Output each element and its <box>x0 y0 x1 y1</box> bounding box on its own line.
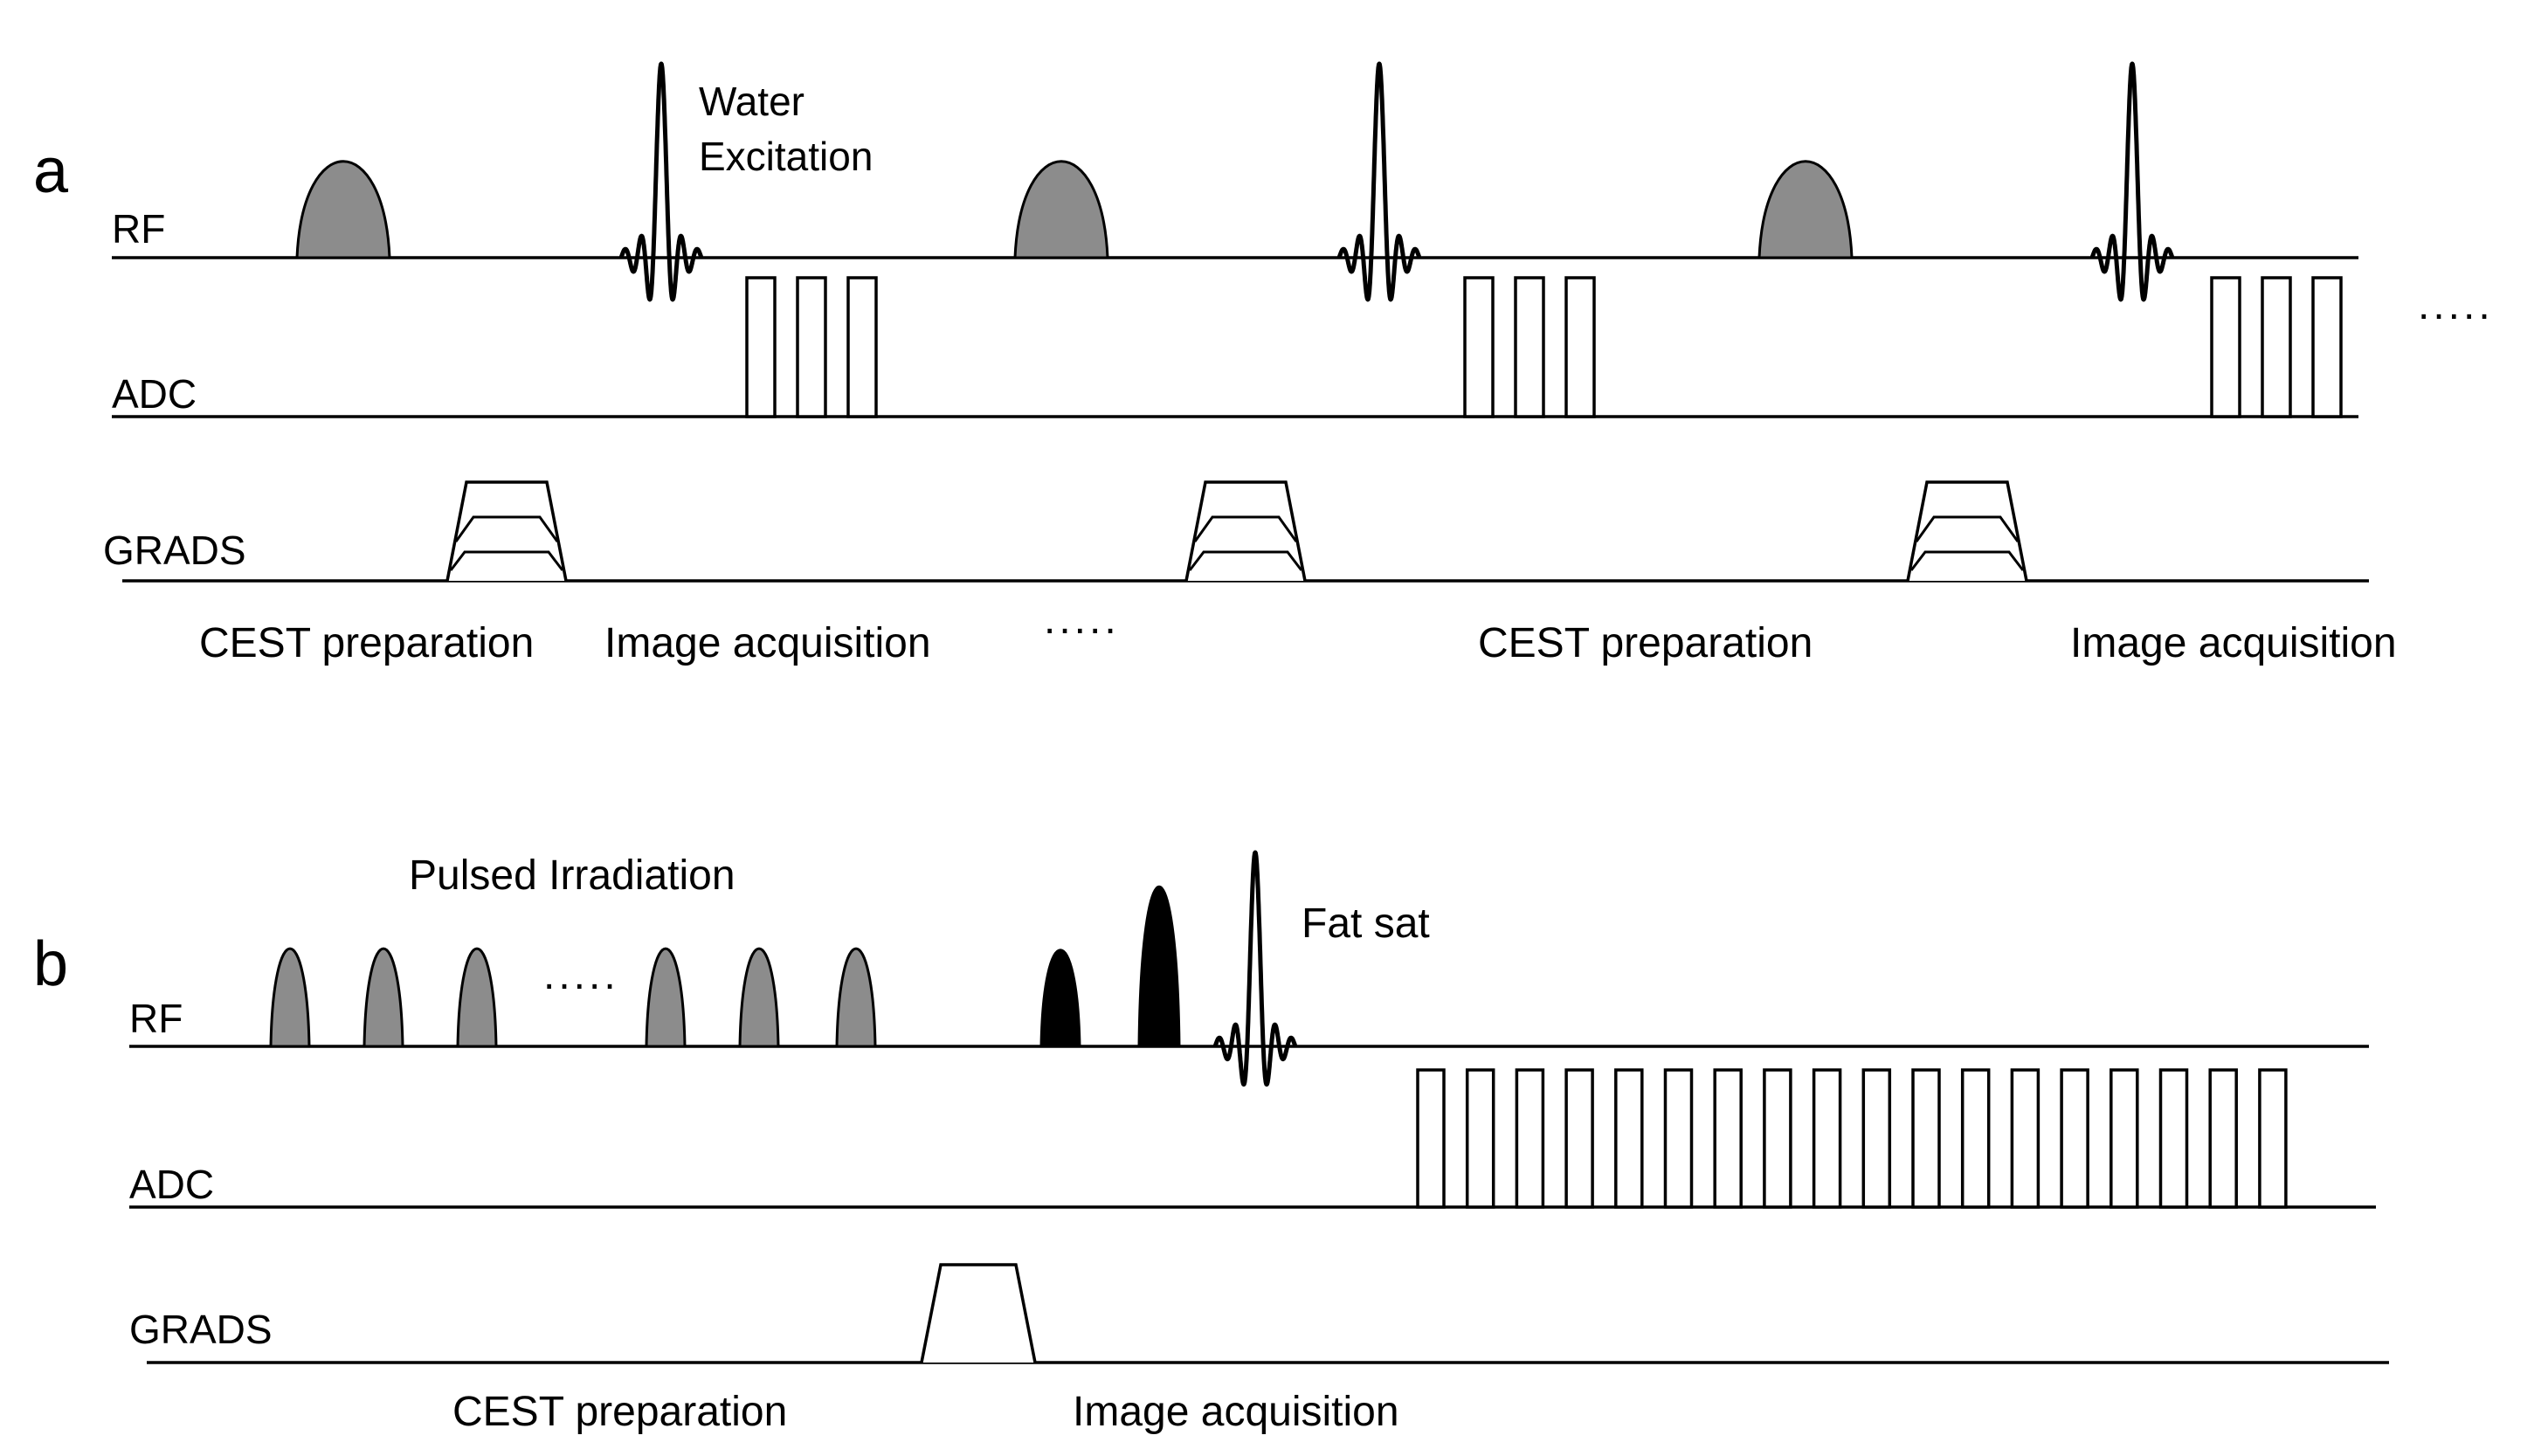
panel-b-ellipsis: ..... <box>543 952 619 998</box>
irradiation-pulse <box>738 947 780 1048</box>
water-excitation-label-line1: Water <box>699 79 804 124</box>
panel-b-label: b <box>33 929 68 999</box>
panel-a-caption-cest-2: CEST preparation <box>1478 620 1813 666</box>
panel-a-label: a <box>33 136 69 206</box>
adc-readout <box>2208 1068 2238 1209</box>
adc-readout <box>1960 1068 1991 1209</box>
saturation-pulse <box>1013 160 1109 259</box>
irradiation-pulse <box>269 947 311 1048</box>
adc-readout <box>1515 1068 1545 1209</box>
panel-a-adc-label: ADC <box>112 371 197 417</box>
irradiation-pulse <box>835 947 877 1048</box>
water-excitation-pulse <box>1336 61 1422 302</box>
panel-b-adc-label: ADC <box>129 1162 214 1207</box>
panel-b-caption-image: Image acquisition <box>1073 1389 1399 1435</box>
crusher-gradient-step <box>1915 515 2020 542</box>
saturation-pulse <box>1757 160 1854 259</box>
fat-saturation-pulse <box>1137 886 1181 1048</box>
panel-a-caption-image-1: Image acquisition <box>604 620 931 666</box>
adc-readout <box>1911 1068 1941 1209</box>
crusher-gradient-step <box>449 550 564 571</box>
adc-readout <box>2311 276 2343 418</box>
pulsed-irradiation-label: Pulsed Irradiation <box>409 852 735 899</box>
panel-b-rf-label: RF <box>129 996 183 1041</box>
water-excitation-label-line2: Excitation <box>699 134 873 179</box>
adc-readout <box>2010 1068 2040 1209</box>
panel-a-waveforms <box>295 61 2343 582</box>
panel-a-caption-image-2: Image acquisition <box>2070 620 2397 666</box>
adc-readout <box>2060 1068 2089 1209</box>
adc-readout <box>1812 1068 1842 1209</box>
adc-readout <box>2158 1068 2189 1209</box>
irradiation-pulse <box>363 947 404 1048</box>
adc-readout <box>1564 1068 1594 1209</box>
fat-saturation-pulse <box>1039 949 1081 1048</box>
adc-readout <box>1564 276 1596 418</box>
excitation-pulse <box>1212 850 1298 1087</box>
panel-b-grads-label: GRADS <box>129 1307 273 1352</box>
adc-readout <box>1463 276 1495 418</box>
crusher-gradient-step <box>1188 550 1303 571</box>
panel-b: b RF ADC GRADS Pulsed Irradiation Fat sa… <box>33 850 2389 1435</box>
adc-readout <box>2110 1068 2139 1209</box>
crusher-gradient-step <box>1909 550 2025 571</box>
adc-readout <box>2258 1068 2288 1209</box>
panel-a-ellipsis-end: ..... <box>2418 282 2494 328</box>
panel-a-grads-label: GRADS <box>103 528 246 573</box>
irradiation-pulse <box>456 947 498 1048</box>
water-excitation-pulse <box>618 61 704 302</box>
panel-b-caption-cest: CEST preparation <box>452 1389 787 1435</box>
crusher-gradient-step <box>454 515 559 542</box>
panel-a-rf-label: RF <box>112 206 165 252</box>
crusher-gradient <box>1184 480 1307 582</box>
adc-readout <box>2210 276 2241 418</box>
adc-readout <box>1663 1068 1694 1209</box>
fat-sat-label: Fat sat <box>1302 901 1430 947</box>
crusher-gradient-step <box>1193 515 1298 542</box>
adc-readout <box>1514 276 1545 418</box>
adc-readout <box>1465 1068 1495 1209</box>
panel-a-caption-cest-1: CEST preparation <box>199 620 534 666</box>
panel-b-waveforms <box>269 850 2288 1363</box>
saturation-pulse <box>295 160 391 259</box>
crusher-gradient <box>1906 480 2028 582</box>
adc-readout <box>1614 1068 1644 1209</box>
adc-readout <box>745 276 777 418</box>
adc-readout <box>1763 1068 1792 1209</box>
adc-readout <box>1416 1068 1446 1209</box>
irradiation-pulse <box>645 947 687 1048</box>
crusher-gradient <box>920 1263 1037 1363</box>
adc-readout <box>796 276 827 418</box>
panel-a-ellipsis-mid: ..... <box>1044 597 1120 643</box>
water-excitation-pulse <box>2089 61 2175 302</box>
panel-a: a RF ADC GRADS Water Excitation ..... ..… <box>33 61 2494 666</box>
crusher-gradient <box>445 480 568 582</box>
adc-readout <box>1861 1068 1892 1209</box>
adc-readout <box>2261 276 2292 418</box>
adc-readout <box>1713 1068 1743 1209</box>
adc-readout <box>846 276 878 418</box>
